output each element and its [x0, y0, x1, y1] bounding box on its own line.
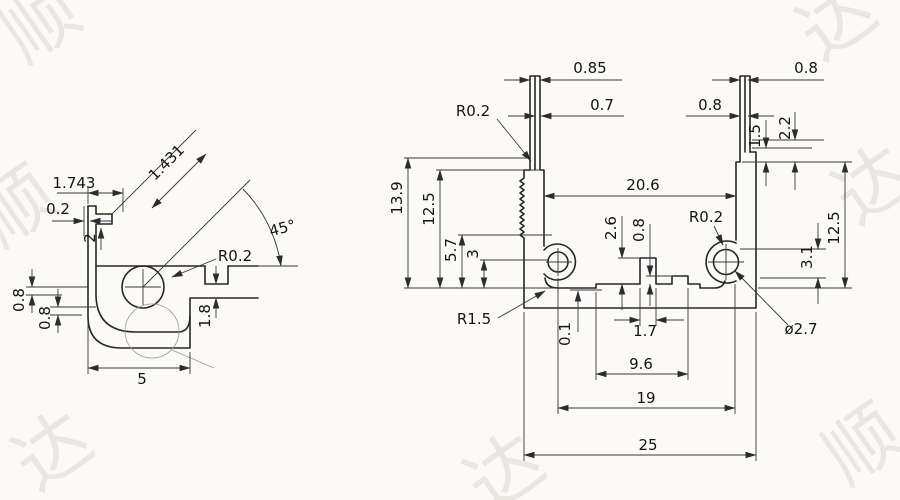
right-dimension-labels: 0.85 0.7 R0.2 0.8 0.8 1.5 2.2 20.6 13.9 …: [388, 59, 843, 454]
dim-5-7-label: 5.7: [442, 238, 460, 262]
dim-5-label: 5: [137, 370, 147, 388]
left-view: 1.743 0.2 2 1.431 45° R0.2 0.8 0.8 1.8 5: [10, 129, 298, 388]
dim-12-5-left-label: 12.5: [420, 192, 438, 225]
angle-45-label: 45°: [267, 216, 297, 240]
radius-r0-2-top-label: R0.2: [456, 102, 490, 120]
left-dimension-lines: [26, 129, 298, 374]
dim-0-1-label: 0.1: [556, 322, 574, 346]
dim-0-8-a-label: 0.8: [10, 288, 28, 312]
dim-1-431-label: 1.431: [145, 141, 188, 184]
dim-2-label: 2: [81, 233, 99, 243]
left-dimension-labels: 1.743 0.2 2 1.431 45° R0.2 0.8 0.8 1.8 5: [10, 141, 298, 388]
dim-0-85-label: 0.85: [573, 59, 606, 77]
right-view: 0.85 0.7 R0.2 0.8 0.8 1.5 2.2 20.6 13.9 …: [388, 59, 852, 461]
dim-0-8-b-label: 0.8: [36, 306, 54, 330]
dim-1-5-label: 1.5: [746, 124, 764, 148]
dim-3-1-label: 3.1: [798, 245, 816, 269]
dim-1-7-label: 1.7: [633, 322, 657, 340]
radius-r1-5-label: R1.5: [457, 310, 491, 328]
right-centerline-crosses: [546, 244, 744, 280]
dim-0-2-label: 0.2: [46, 200, 70, 218]
dim-2-2-label: 2.2: [776, 116, 794, 140]
dim-12-5-right-label: 12.5: [825, 211, 843, 244]
dim-3-label: 3: [464, 249, 482, 259]
right-dimension-lines: [404, 76, 852, 461]
dim-1-8-label: 1.8: [196, 304, 214, 328]
dim-0-8-side-label: 0.8: [698, 96, 722, 114]
radius-r0-2-label: R0.2: [218, 247, 252, 265]
dim-9-6-label: 9.6: [629, 355, 653, 373]
dim-13-9-label: 13.9: [388, 181, 406, 214]
radius-r0-2-mid-label: R0.2: [689, 208, 723, 226]
dim-0-7-label: 0.7: [590, 96, 614, 114]
dia-2-7-label: ø2.7: [784, 320, 817, 338]
left-phantom-circle: [124, 303, 215, 369]
dim-1-743-label: 1.743: [53, 174, 96, 192]
dim-19-label: 19: [636, 389, 655, 407]
dim-20-6-label: 20.6: [626, 176, 659, 194]
dim-0-8-top-label: 0.8: [794, 59, 818, 77]
dim-2-6-label: 2.6: [602, 216, 620, 240]
dim-0-8-mid-label: 0.8: [630, 218, 648, 242]
dim-25-label: 25: [638, 436, 657, 454]
